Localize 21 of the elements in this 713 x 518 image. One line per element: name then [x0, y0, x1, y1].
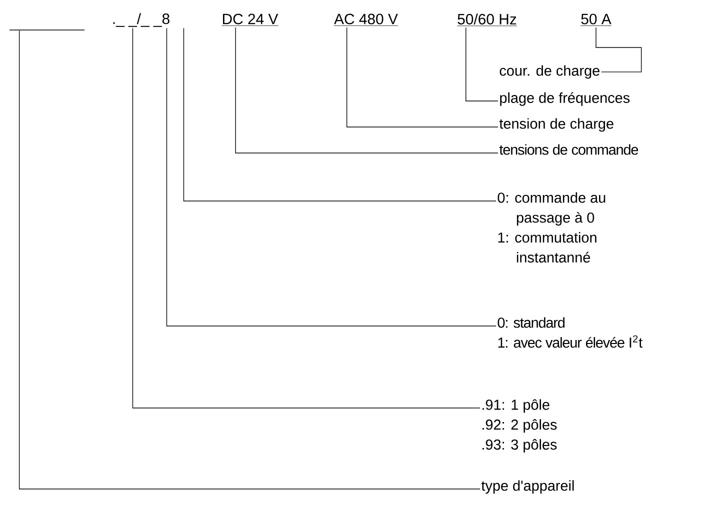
- leader-line: [596, 27, 642, 72]
- leader-line: [166, 28, 496, 326]
- code-field: DC 24 V: [222, 14, 278, 26]
- leader-line: [18, 30, 480, 490]
- code-field: AC 480 V: [334, 14, 398, 26]
- leader-line: [235, 27, 498, 154]
- leader-line: [346, 27, 498, 128]
- code-field: 50 A: [580, 14, 612, 26]
- description-text: .91: 1 pôle .92: 2 pôles .93: 3 pôles: [482, 399, 557, 453]
- leader-line: [132, 28, 480, 408]
- description-text: type d'appareil: [481, 480, 574, 494]
- code-field: 50/60 Hz: [456, 14, 518, 26]
- description-text: tensions de commande: [499, 144, 638, 155]
- code-field: ._ _/_ _8: [113, 13, 170, 27]
- description-text: tension de charge: [499, 118, 614, 132]
- description-text: 0: standard 1: avec valeur élevée I$^{2}$t: [498, 317, 643, 348]
- description-text: 0: commande au passage à 0 1: commutation instantanné: [498, 192, 606, 263]
- description-text: plage de fréquences: [500, 92, 630, 106]
- leader-line: [466, 27, 498, 102]
- description-text: cour. de charge: [500, 65, 600, 79]
- leader-line: [183, 28, 496, 202]
